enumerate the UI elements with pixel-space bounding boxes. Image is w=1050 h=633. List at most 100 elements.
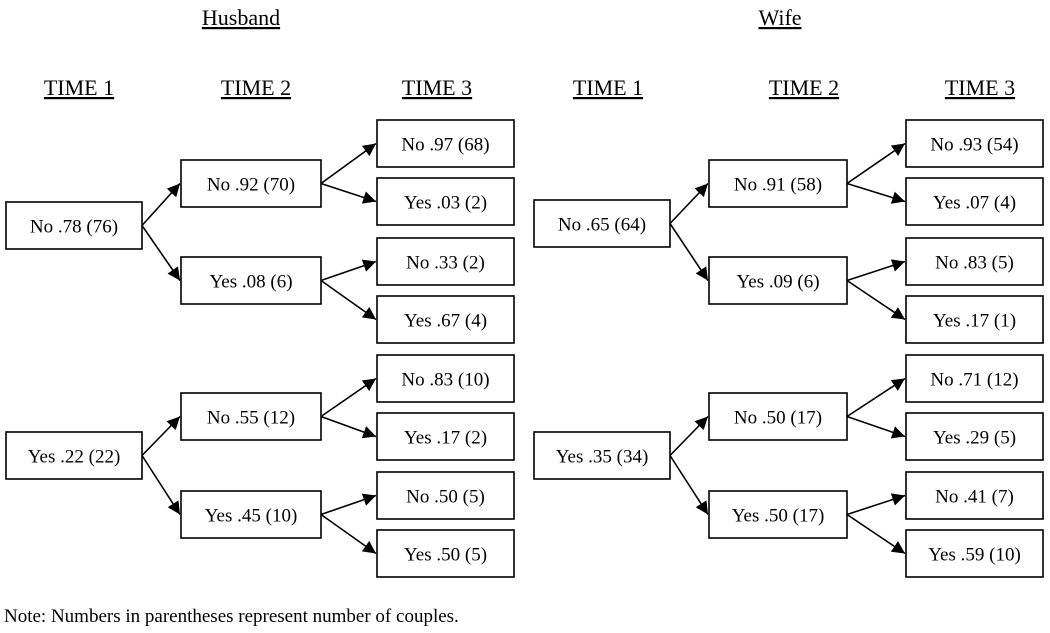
husband-title: Husband	[202, 5, 280, 30]
wife-t3-node-1-1-1-label: No .93 (54)	[930, 135, 1018, 156]
husband-arrow-t2-1-1-to-t3-1	[320, 142, 377, 185]
wife-panel: Wife TIME 1 TIME 2 TIME 3 No .65 (64) No …	[533, 5, 1044, 578]
husband-arrow-t1-2-to-t2-2	[141, 455, 181, 515]
husband-t2-node-2-1-label: No .55 (12)	[207, 408, 295, 429]
husband-panel: Husband TIME 1 TIME 2 TIME 3 No .78 (76)…	[5, 5, 515, 578]
wife-t3-node-1-2-1-label: No .83 (5)	[935, 253, 1014, 274]
wife-t3-node-1-2-2-frame	[905, 295, 1044, 344]
husband-t3-node-2-2-1-frame	[376, 471, 515, 520]
wife-t3-node-2-2-1: No .41 (7)	[905, 471, 1044, 520]
wife-title: Wife	[758, 5, 801, 30]
husband-t1-node-1-label: No .78 (76)	[30, 217, 118, 238]
husband-arrow-t2-1-2-to-t3-2	[320, 279, 377, 321]
wife-arrow-t2-1-1-to-t3-2	[846, 182, 906, 204]
husband-t3-node-1-2-1-frame	[376, 237, 515, 286]
wife-arrow-t2-2-1-to-t3-1	[846, 377, 906, 418]
husband-t3-node-1-2-1-label: No .33 (2)	[406, 253, 485, 274]
husband-t3-node-2-2-2-label: Yes .50 (5)	[404, 545, 487, 566]
wife-t3-node-2-1-1-label: No .71 (12)	[930, 370, 1018, 391]
husband-t1-node-2-label: Yes .22 (22)	[28, 447, 121, 468]
husband-t2-node-1-1-label: No .92 (70)	[207, 175, 295, 196]
wife-t3-node-2-2-2-frame	[905, 529, 1044, 578]
husband-t3-node-2-1-2-frame	[376, 412, 515, 461]
wife-time3-label: TIME 3	[945, 75, 1015, 100]
husband-t2-node-1-2-frame	[180, 256, 322, 305]
wife-t3-node-1-2-2-label: Yes .17 (1)	[933, 311, 1016, 332]
husband-t2-node-2-1-frame	[180, 392, 322, 441]
husband-t1-node-2: Yes .22 (22)	[5, 431, 143, 480]
husband-t3-node-2-1-2-label: Yes .17 (2)	[404, 428, 487, 449]
husband-t2-node-1-1-frame	[180, 159, 322, 208]
wife-t3-node-2-1-2: Yes .29 (5)	[905, 412, 1044, 461]
husband-t2-node-2-1: No .55 (12)	[180, 392, 322, 441]
wife-t3-node-1-1-2-label: Yes .07 (4)	[933, 193, 1016, 214]
husband-t3-node-2-2-2: Yes .50 (5)	[376, 529, 515, 578]
wife-t2-node-2-1: No .50 (17)	[708, 392, 848, 441]
wife-t1-node-1-label: No .65 (64)	[558, 215, 646, 236]
wife-t3-node-2-1-2-frame	[905, 412, 1044, 461]
husband-t1-node-1-frame	[5, 201, 143, 250]
husband-t2-node-2-2: Yes .45 (10)	[180, 490, 322, 539]
husband-t3-node-1-1-1: No .97 (68)	[376, 119, 515, 168]
wife-t2-node-1-1-frame	[708, 159, 848, 208]
husband-arrow-t1-2-to-t2-1	[141, 415, 181, 457]
wife-t2-node-1-2-frame	[708, 256, 848, 305]
wife-arrow-t2-2-2-to-t3-2	[846, 513, 906, 555]
husband-t3-node-2-1-1-label: No .83 (10)	[401, 370, 489, 391]
wife-t3-node-2-1-2-label: Yes .29 (5)	[933, 428, 1016, 449]
husband-t2-node-2-2-label: Yes .45 (10)	[205, 506, 298, 527]
husband-arrow-t2-2-1-to-t3-2	[320, 415, 377, 439]
wife-arrow-t2-2-2-to-t3-1	[846, 493, 906, 516]
husband-t1-node-2-frame	[5, 431, 143, 480]
footnote: Note: Numbers in parentheses represent n…	[4, 606, 459, 627]
husband-t3-node-2-2-1-label: No .50 (5)	[406, 487, 485, 508]
wife-t3-node-1-1-1: No .93 (54)	[905, 119, 1044, 168]
wife-time1-label: TIME 1	[573, 75, 643, 100]
wife-arrow-t1-2-to-t2-1	[669, 415, 709, 457]
wife-t3-node-2-2-2-label: Yes .59 (10)	[928, 545, 1021, 566]
wife-t1-node-1: No .65 (64)	[533, 199, 671, 248]
wife-t2-node-1-2-label: Yes .09 (6)	[736, 272, 819, 293]
husband-t3-node-1-1-2: Yes .03 (2)	[376, 177, 515, 226]
husband-time3-label: TIME 3	[402, 75, 472, 100]
husband-arrow-t2-2-2-to-t3-1	[320, 493, 377, 516]
husband-t3-node-2-1-1-frame	[376, 354, 515, 403]
husband-time1-label: TIME 1	[44, 75, 114, 100]
husband-t3-node-1-1-1-frame	[376, 119, 515, 168]
husband-arrow-t2-1-1-to-t3-2	[320, 182, 377, 204]
husband-arrow-t2-1-2-to-t3-1	[320, 259, 377, 282]
wife-t2-node-1-2: Yes .09 (6)	[708, 256, 848, 305]
wife-t3-node-2-2-1-label: No .41 (7)	[935, 487, 1014, 508]
husband-arrow-t2-2-1-to-t3-1	[320, 377, 377, 418]
wife-arrow-t2-2-1-to-t3-2	[846, 415, 906, 439]
husband-t3-node-1-2-2-frame	[376, 295, 515, 344]
wife-arrow-t1-1-to-t2-2	[669, 223, 709, 281]
husband-t3-node-2-1-1: No .83 (10)	[376, 354, 515, 403]
wife-t3-node-1-2-1: No .83 (5)	[905, 237, 1044, 286]
wife-time2-label: TIME 2	[769, 75, 839, 100]
wife-arrow-t2-1-2-to-t3-1	[846, 259, 906, 282]
wife-t1-node-2: Yes .35 (34)	[533, 431, 671, 480]
wife-t1-node-2-frame	[533, 431, 671, 480]
husband-t3-node-1-2-1: No .33 (2)	[376, 237, 515, 286]
husband-t3-node-1-1-2-frame	[376, 177, 515, 226]
husband-t3-node-1-2-2: Yes .67 (4)	[376, 295, 515, 344]
wife-arrow-t2-1-1-to-t3-1	[846, 142, 906, 185]
wife-t1-node-2-label: Yes .35 (34)	[556, 447, 649, 468]
wife-t3-node-2-2-1-frame	[905, 471, 1044, 520]
wife-t2-node-1-1-label: No .91 (58)	[734, 175, 822, 196]
wife-t2-node-2-1-frame	[708, 392, 848, 441]
husband-t1-node-1: No .78 (76)	[5, 201, 143, 250]
wife-t3-node-2-2-2: Yes .59 (10)	[905, 529, 1044, 578]
wife-t3-node-1-1-1-frame	[905, 119, 1044, 168]
wife-t3-node-1-1-2: Yes .07 (4)	[905, 177, 1044, 226]
wife-t3-node-1-2-2: Yes .17 (1)	[905, 295, 1044, 344]
wife-t2-node-2-1-label: No .50 (17)	[734, 408, 822, 429]
husband-t3-node-2-2-1: No .50 (5)	[376, 471, 515, 520]
wife-arrow-t1-1-to-t2-1	[669, 182, 709, 225]
husband-arrow-t1-1-to-t2-2	[141, 225, 181, 281]
wife-arrow-t1-2-to-t2-2	[669, 455, 709, 515]
husband-arrow-t2-2-2-to-t3-2	[320, 513, 377, 555]
husband-time2-label: TIME 2	[221, 75, 291, 100]
